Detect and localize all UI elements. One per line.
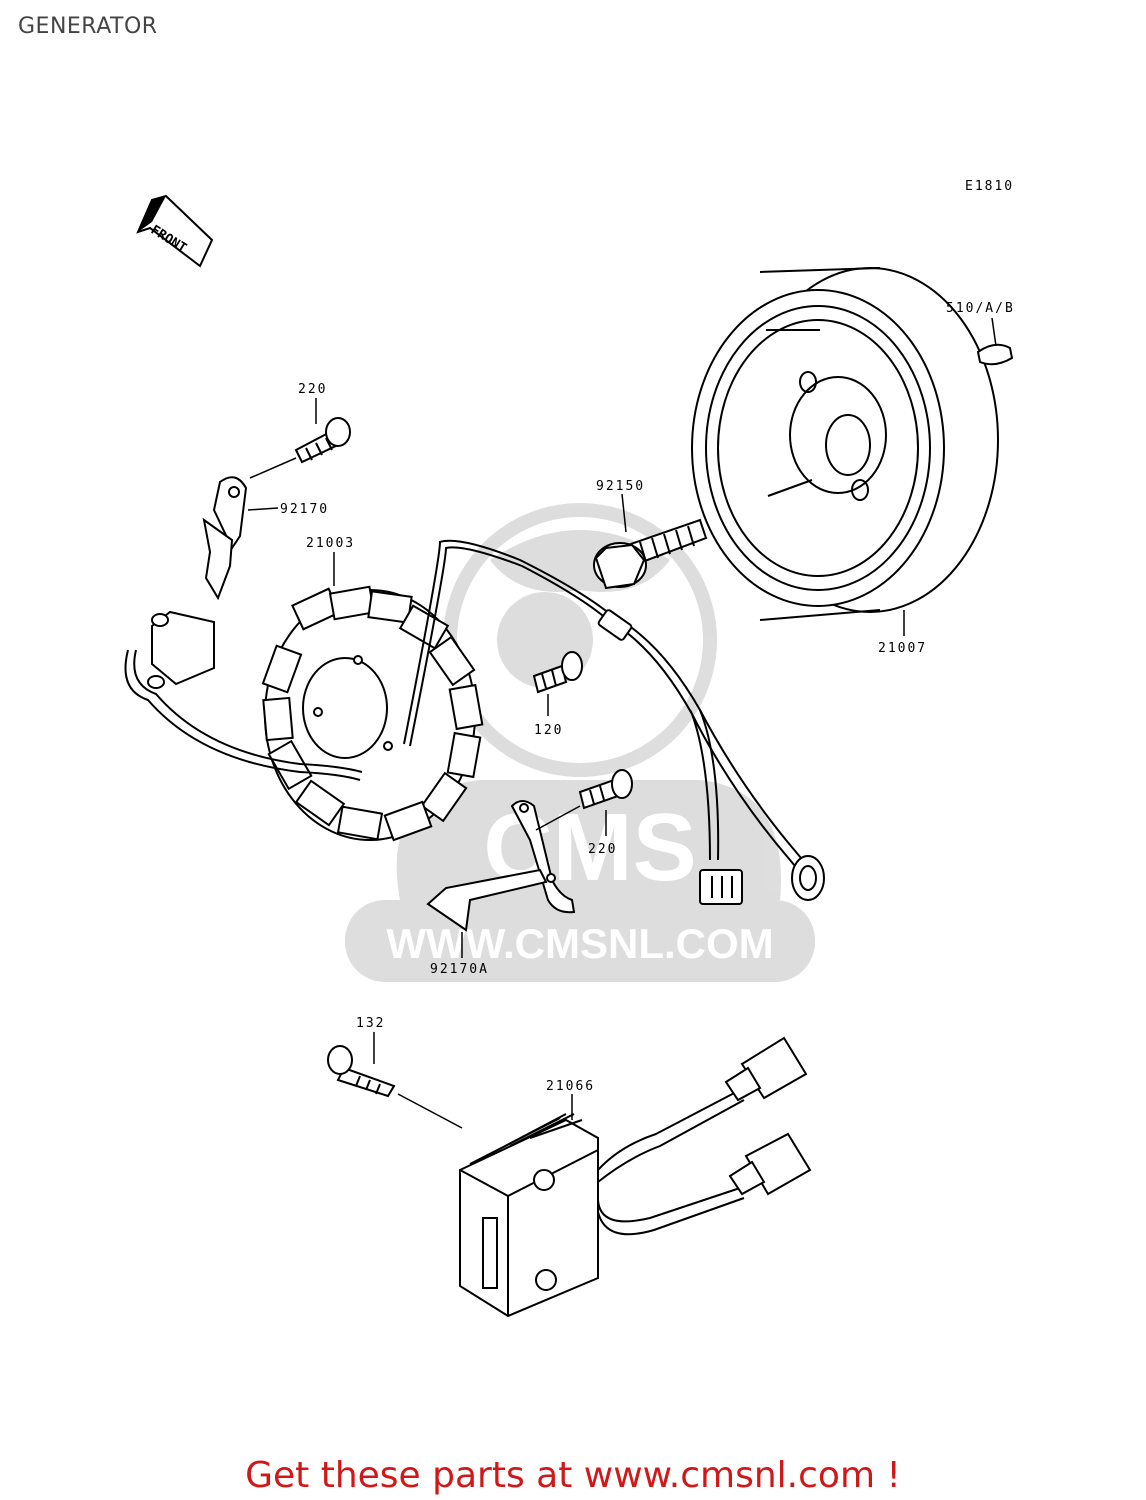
part-label-21003: 21003: [306, 536, 355, 551]
part-label-220-middle: 220: [588, 842, 617, 857]
part-label-92170A: 92170A: [430, 962, 489, 977]
screw-220-middle: [578, 769, 633, 810]
part-label-21007: 21007: [878, 641, 927, 656]
flywheel-rotor: [691, 267, 999, 621]
part-label-92150: 92150: [596, 479, 645, 494]
bolt-132: [327, 1045, 396, 1098]
part-label-510ab: 510/A/B: [946, 301, 1015, 316]
screw-120: [532, 651, 583, 694]
part-label-132: 132: [356, 1016, 385, 1031]
bracket-92170A: [426, 800, 576, 932]
wire-grommet: [791, 855, 825, 901]
woodruff-key: [976, 343, 1014, 366]
bracket-92170: [202, 476, 248, 601]
screw-220-top: [294, 417, 351, 464]
stator-wiring: [124, 539, 807, 873]
part-label-120: 120: [534, 723, 563, 738]
wire-joint: [597, 609, 633, 641]
regulator-connector-lower: [728, 1132, 812, 1196]
page-title: GENERATOR: [18, 14, 158, 39]
regulator-connector-upper: [724, 1036, 808, 1102]
call-to-action[interactable]: Get these parts at www.cmsnl.com !: [245, 1455, 901, 1496]
figure-code: E1810: [965, 179, 1014, 194]
leader-lines: [247, 317, 997, 1129]
watermark-text: WWW.CMSNL.COM: [386, 920, 773, 967]
regulator-rectifier: [459, 1113, 599, 1318]
front-arrow: FRONT: [136, 194, 214, 268]
regulator-wiring: [597, 1089, 745, 1236]
part-label-92170: 92170: [280, 502, 329, 517]
part-label-21066: 21066: [546, 1079, 595, 1094]
rotor-bolt: [593, 518, 708, 590]
pickup-coil: [147, 610, 215, 689]
part-label-220-top: 220: [298, 382, 327, 397]
stator-connector: [699, 869, 743, 905]
part-labels: 510/A/B 220 92170 92150 21003 21007 120 …: [280, 301, 1015, 1094]
